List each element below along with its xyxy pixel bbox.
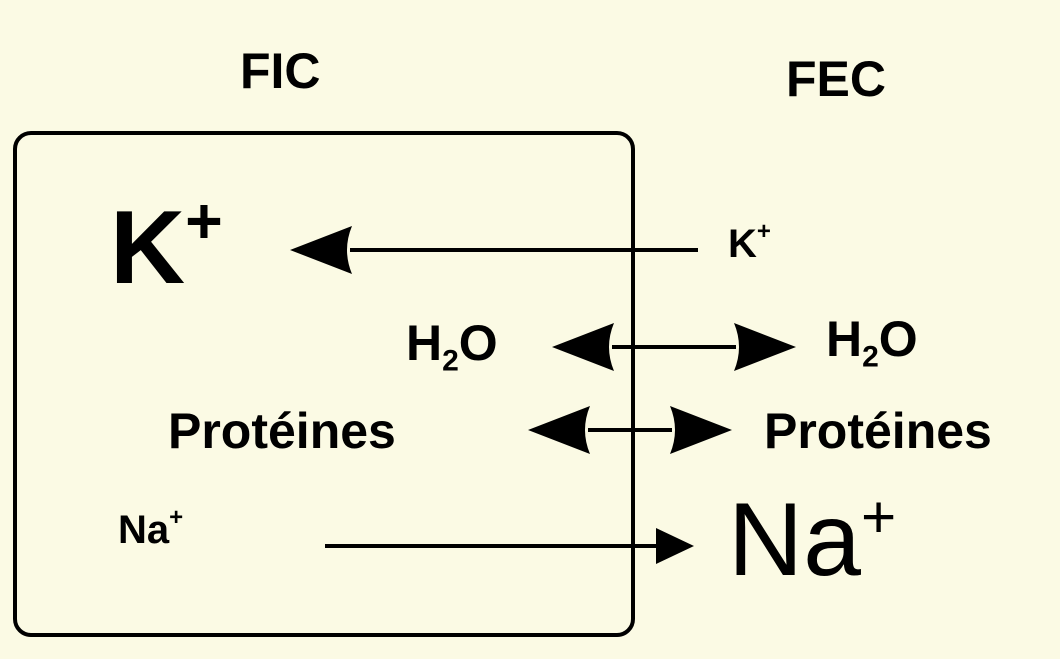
fec-label: FEC bbox=[786, 51, 886, 107]
sodium-efflux-arrow bbox=[325, 528, 694, 564]
potassium-influx-arrow bbox=[290, 226, 698, 274]
sodium-intracellular-label: Na+ bbox=[118, 504, 184, 552]
protein-intracellular-label: Protéines bbox=[168, 403, 396, 459]
water-intracellular-label: H2O bbox=[406, 315, 498, 378]
protein-extracellular-label: Protéines bbox=[764, 403, 992, 459]
fic-label: FIC bbox=[240, 43, 321, 99]
intracellular-compartment-box bbox=[13, 131, 635, 637]
potassium-intracellular-label: K+ bbox=[110, 185, 223, 306]
potassium-extracellular-label: K+ bbox=[728, 218, 771, 266]
water-extracellular-label: H2O bbox=[826, 311, 918, 374]
sodium-extracellular-label: Na+ bbox=[728, 482, 897, 598]
water-exchange-arrow bbox=[552, 323, 796, 371]
protein-exchange-arrow bbox=[528, 406, 732, 454]
